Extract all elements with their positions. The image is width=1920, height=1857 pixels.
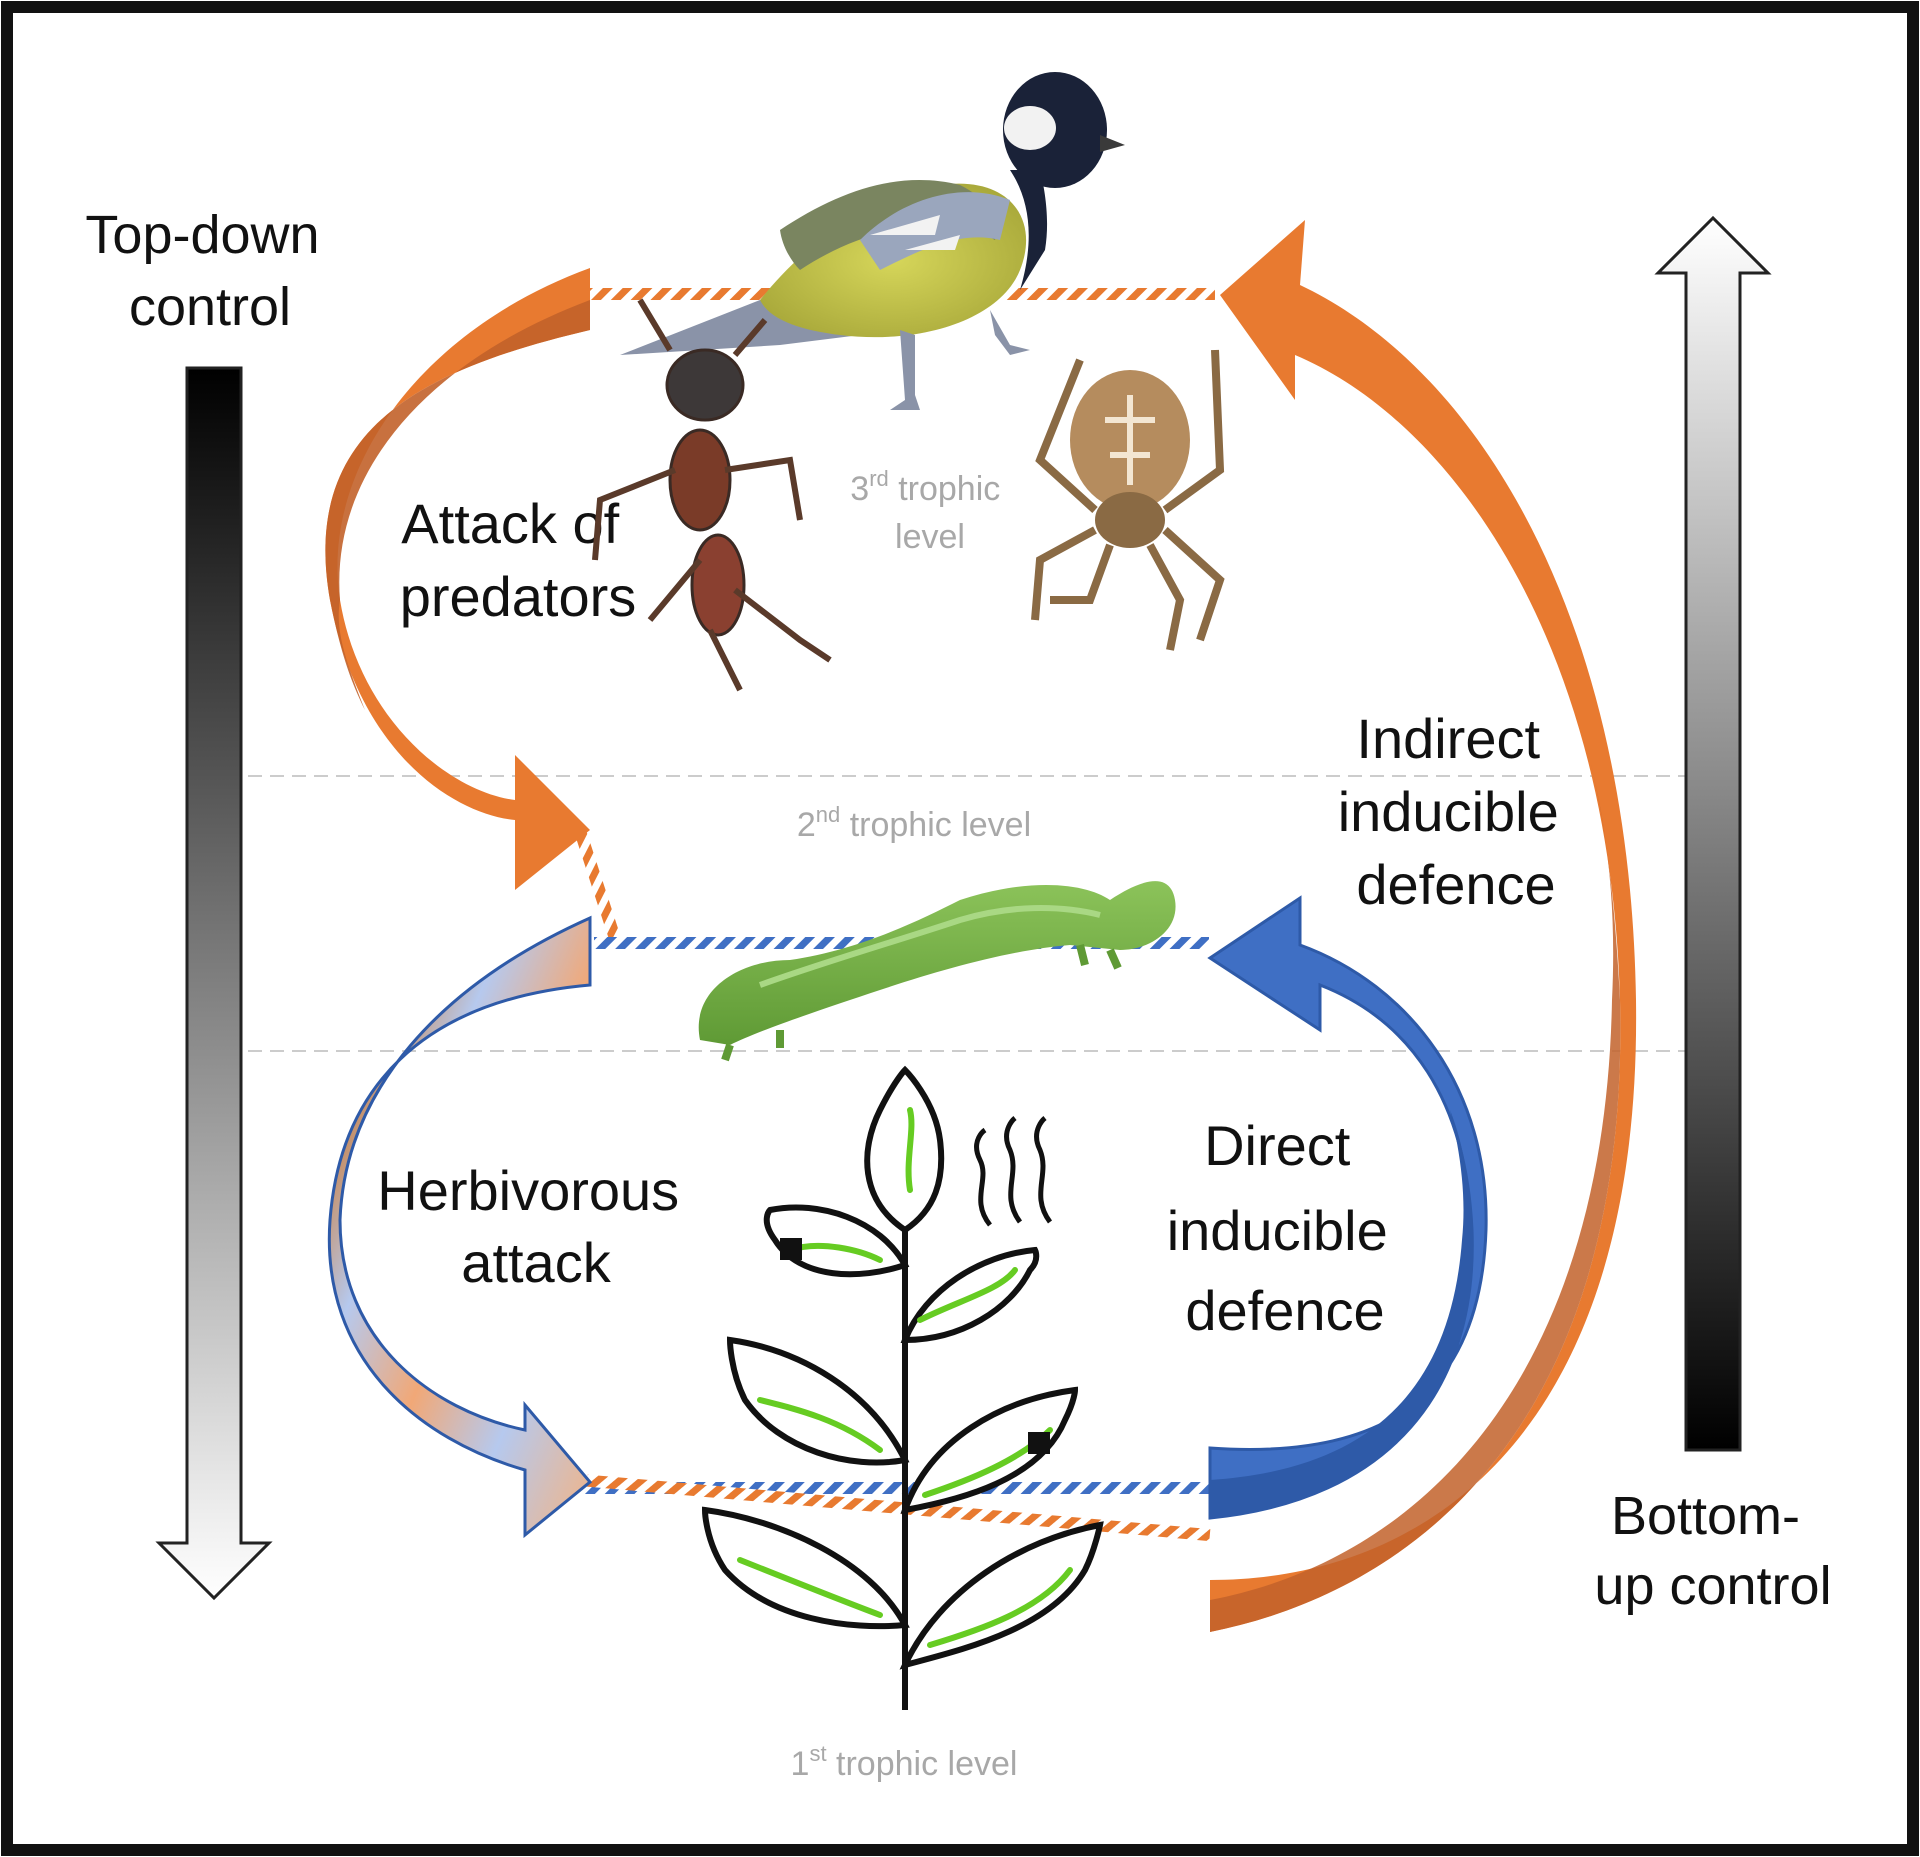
bottom-up-label: Bottom- up control [1594, 1486, 1831, 1616]
third-trophic-level-label: 3rd trophic level [850, 466, 1009, 556]
attack-predators-arrow [325, 268, 590, 890]
indirect-defence-label: Indirect inducible defence [1338, 707, 1575, 916]
bottom-up-arrow [1654, 215, 1772, 1452]
herbivorous-attack-label: Herbivorous attack [377, 1159, 694, 1294]
second-trophic-level-label: 2nd trophic level [797, 802, 1031, 844]
caterpillar-icon [698, 881, 1176, 1062]
direct-defence-label: Direct inducible defence [1167, 1114, 1404, 1342]
direct-defence-arrow [1207, 895, 1488, 1520]
indirect-defence-arrow-shade [1210, 760, 1621, 1632]
plant-orange-hatch-link [586, 1474, 1211, 1542]
first-trophic-level-label: 1st trophic level [791, 1741, 1018, 1783]
plant-icon [701, 1065, 1104, 1710]
volatile-emission-icon [974, 1116, 1053, 1227]
herbivore-orange-hatch-link [571, 821, 621, 939]
herbivorous-attack-arrow [327, 915, 593, 1539]
plant-damage-mark-2 [1028, 1432, 1050, 1454]
indirect-defence-arrow [1210, 220, 1637, 1632]
attack-predators-arrow-shade [325, 268, 590, 710]
top-down-arrow [155, 366, 273, 1601]
attack-predators-label: Attack of predators [400, 492, 637, 628]
plant-damage-mark-1 [780, 1238, 802, 1260]
direct-defence-arrow-shade [1210, 1110, 1473, 1518]
great-tit-bird-icon [620, 72, 1125, 410]
spider-icon [1031, 349, 1225, 651]
top-down-label: Top-down control [85, 205, 334, 337]
ant-icon [592, 298, 832, 692]
